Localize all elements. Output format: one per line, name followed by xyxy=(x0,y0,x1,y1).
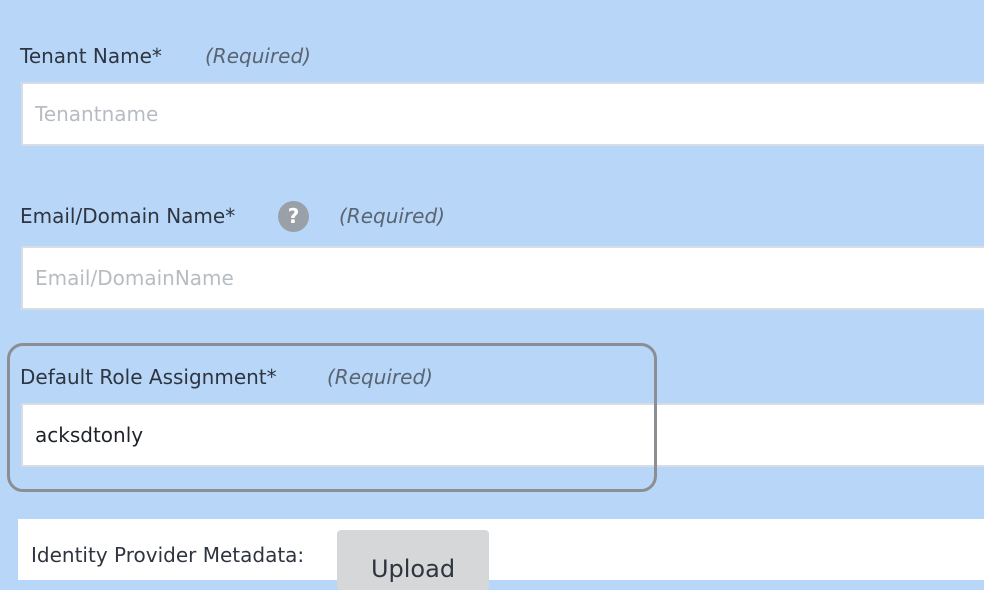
tenant-name-required-note: (Required) xyxy=(205,44,311,68)
identity-provider-label: Identity Provider Metadata: xyxy=(31,543,305,567)
tenant-name-label: Tenant Name* xyxy=(20,44,162,68)
question-icon[interactable]: ? xyxy=(278,201,309,232)
identity-provider-panel: Identity Provider Metadata: Upload xyxy=(18,519,984,590)
tenant-name-input[interactable] xyxy=(21,82,984,146)
upload-button[interactable]: Upload xyxy=(337,530,489,590)
default-role-required-note: (Required) xyxy=(327,365,433,389)
default-role-label: Default Role Assignment* xyxy=(20,365,277,389)
email-domain-label: Email/Domain Name* xyxy=(20,204,236,228)
email-domain-required-note: (Required) xyxy=(339,204,445,228)
default-role-input[interactable] xyxy=(21,403,984,467)
email-domain-input[interactable] xyxy=(21,246,984,310)
